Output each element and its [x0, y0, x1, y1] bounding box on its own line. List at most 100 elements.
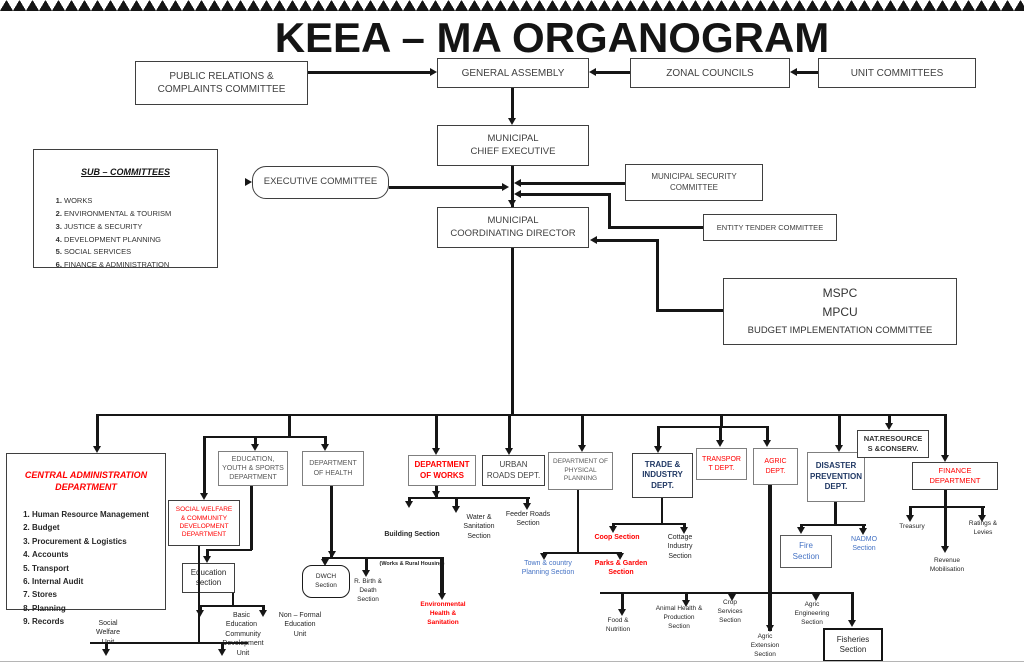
dwch-section-label: DWCH Section — [315, 573, 337, 589]
list-item: JUSTICE & SECURITY — [64, 222, 211, 232]
central-admin-list: Human Resource ManagementBudgetProcureme… — [32, 510, 162, 628]
etc-label: ENTITY TENDER COMMITTEE — [716, 222, 824, 232]
list-item: Human Resource Management — [32, 510, 162, 520]
connector — [97, 414, 947, 416]
list-item: Budget — [32, 523, 162, 533]
trade-industry-label: TRADE & INDUSTRY DEPT. — [642, 459, 683, 490]
connector — [656, 239, 659, 311]
arrowhead-down — [609, 526, 617, 533]
connector — [526, 497, 529, 505]
arrowhead-right — [502, 183, 509, 191]
zigzag-border — [0, 0, 1024, 11]
connector — [909, 506, 912, 517]
connector — [610, 226, 703, 229]
arrowhead-down — [93, 446, 101, 453]
list-item: SOCIAL SERVICES — [64, 247, 211, 257]
arrowhead-right — [245, 178, 252, 186]
fire-section-label: Fire Section — [792, 541, 820, 561]
treasury-label: Treasury — [899, 523, 925, 530]
arrowhead-down — [941, 455, 949, 462]
finance-dept-box: FINANCE DEPARTMENT — [912, 462, 998, 490]
finance-dept-label: FINANCE DEPARTMENT — [929, 466, 981, 485]
mspc-label: MSPC — [822, 285, 858, 300]
list-item: Planning — [32, 604, 162, 614]
connector — [206, 549, 209, 559]
arrowhead-down — [654, 446, 662, 453]
social-welfare-dept-box: SOCIAL WELFARE & COMMUNITY DEVELOPMENT D… — [168, 500, 240, 546]
arrowhead-down — [766, 625, 774, 632]
connector — [685, 592, 688, 602]
connector — [719, 426, 722, 442]
transport-dept-box: TRANSPOR T DEPT. — [696, 448, 747, 480]
trade-industry-box: TRADE & INDUSTRY DEPT. — [632, 453, 693, 498]
agric-dept-label: AGRIC DEPT. — [764, 458, 787, 475]
connector — [254, 436, 257, 446]
list-item: FINANCE & ADMINISTRATION — [64, 260, 211, 270]
public-relations-box: PUBLIC RELATIONS & COMPLAINTS COMMITTEE — [135, 61, 308, 105]
arrowhead-down — [200, 493, 208, 500]
connector — [621, 592, 624, 611]
arrowhead-left — [514, 190, 521, 198]
arrowhead-down — [362, 570, 370, 577]
connector — [324, 436, 327, 446]
building-section-label: Building Section (Works & Rural Housing) — [362, 508, 462, 590]
connector — [608, 193, 611, 229]
fisheries-section-label: Fisheries Section — [836, 634, 870, 654]
arrowhead-left — [589, 68, 596, 76]
connector — [322, 557, 444, 559]
arrowhead-down — [978, 515, 986, 522]
municipal-coordinating-director-box: MUNICIPAL COORDINATING DIRECTOR — [437, 207, 589, 248]
arrowhead-down — [616, 553, 624, 560]
connector — [888, 414, 891, 424]
transport-dept-label: TRANSPOR T DEPT. — [702, 455, 741, 472]
connector — [365, 557, 368, 572]
central-admin-heading: CENTRAL ADMINISTRATION DEPARTMENT — [24, 470, 148, 493]
education-youth-sports-label: EDUCATION, YOUTH & SPORTS DEPARTMENT — [222, 455, 284, 482]
connector — [981, 506, 984, 517]
connector — [657, 426, 660, 447]
page-title: KEEA – MA ORGANOGRAM — [274, 14, 830, 61]
animal-health-label: Animal Health & Production Section — [655, 605, 703, 630]
connector — [802, 524, 866, 526]
unit-committees-label: UNIT COMMITTEES — [850, 67, 944, 79]
general-assembly-box: GENERAL ASSEMBLY — [437, 58, 589, 88]
connector — [581, 414, 584, 446]
connector — [521, 193, 610, 196]
arrowhead-down — [218, 649, 226, 656]
connector — [511, 166, 514, 207]
connector — [596, 71, 630, 74]
connector — [659, 426, 769, 428]
fire-section-box: Fire Section — [780, 535, 832, 568]
connector — [96, 414, 99, 447]
connector — [577, 490, 579, 553]
water-sanitation-label: Water & Sanitation Section — [463, 514, 495, 540]
arrowhead-down — [523, 503, 531, 510]
urban-roads-box: URBAN ROADS DEPT. — [482, 455, 545, 486]
food-nutrition-label: Food & Nutrition — [605, 617, 631, 633]
mcd-label: MUNICIPAL COORDINATING DIRECTOR — [450, 215, 576, 239]
connector — [911, 506, 985, 508]
arrowhead-left — [514, 179, 521, 187]
arrowhead-down — [728, 594, 736, 601]
executive-committee-box: EXECUTIVE COMMITTEE — [252, 166, 389, 199]
connector — [408, 497, 411, 503]
list-item: Internal Audit — [32, 577, 162, 587]
dept-physical-planning-box: DEPARTMENT OF PHYSICAL PLANNING — [548, 452, 613, 490]
arrowhead-down — [508, 118, 516, 125]
municipal-security-committee-box: MUNICIPAL SECURITY COMMITTEE — [625, 164, 763, 201]
mce-label: MUNICIPAL CHIEF EXECUTIVE — [470, 133, 556, 157]
connector — [90, 642, 248, 644]
arrowhead-down — [618, 609, 626, 616]
building-section-title: Building Section — [384, 530, 440, 538]
education-section-box: Education section — [182, 563, 235, 593]
arrowhead-left — [790, 68, 797, 76]
connector — [410, 497, 530, 499]
arrowhead-down — [196, 610, 204, 617]
arrowhead-down — [505, 448, 513, 455]
connector — [600, 592, 853, 594]
arrowhead-down — [203, 556, 211, 563]
connector — [232, 593, 234, 606]
arrowhead-right — [430, 68, 437, 76]
connector — [661, 498, 663, 524]
budget-implementation-label: BUDGET IMPLEMENTATION COMMITTEE — [747, 324, 933, 336]
